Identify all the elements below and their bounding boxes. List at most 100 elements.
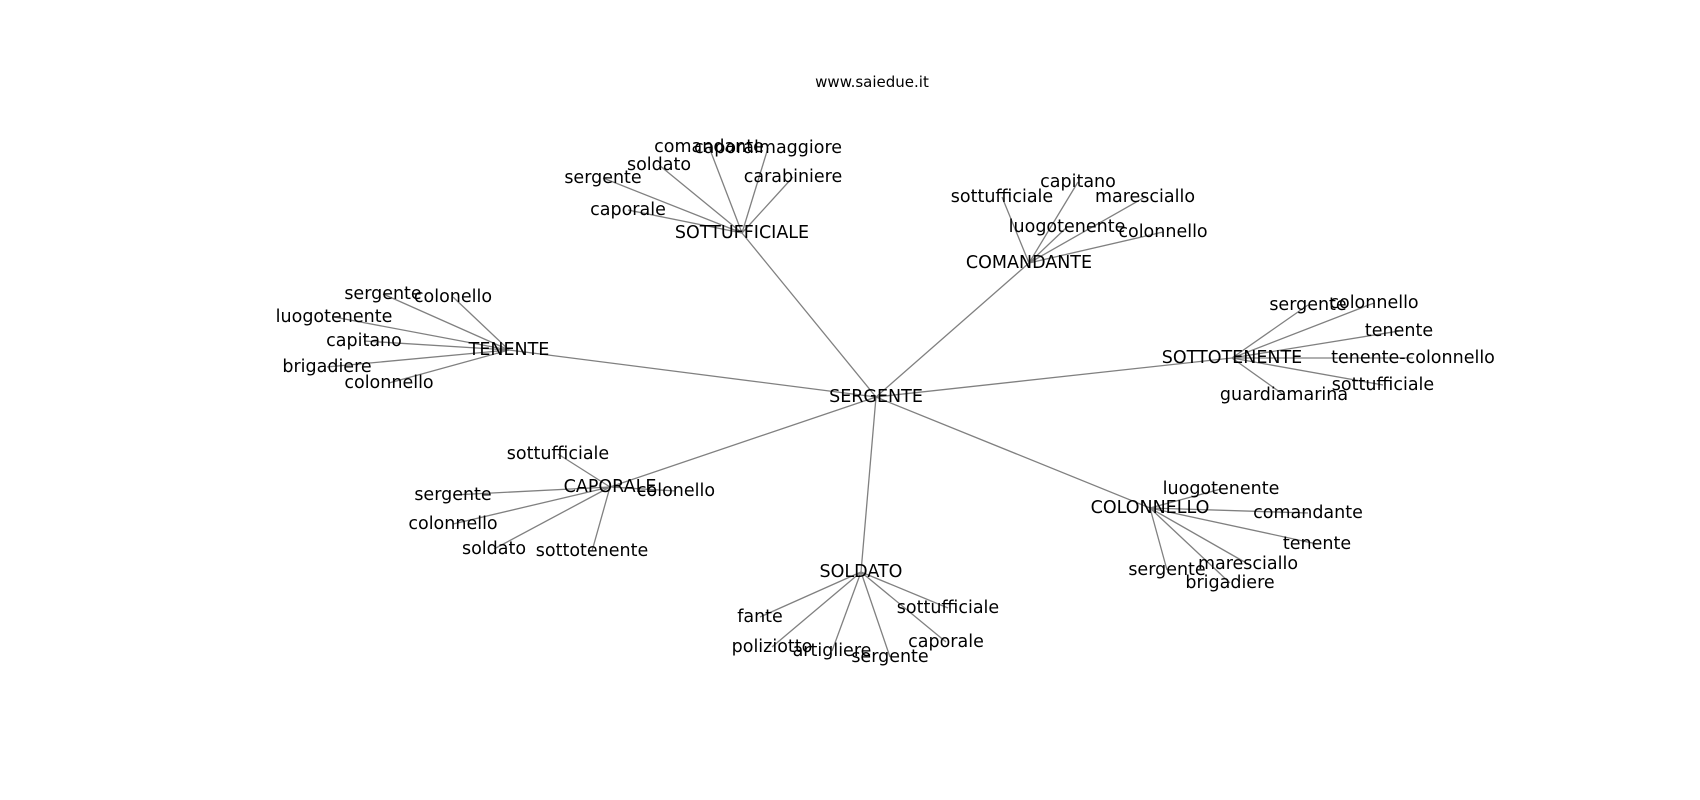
edge-center-to-hub <box>875 357 1233 398</box>
leaf-node-label: sottufficiale <box>1332 375 1434 395</box>
edge-hub-to-leaf <box>602 177 743 234</box>
leaf-node-label: sergente <box>344 284 421 304</box>
leaf-node-label: maresciallo <box>1095 187 1195 207</box>
leaf-node-label: poliziotto <box>732 637 813 657</box>
edge-hub-to-leaf <box>1149 507 1309 514</box>
leaf-node-label: brigadiere <box>1185 573 1274 593</box>
edge-hub-to-leaf <box>1028 196 1146 264</box>
edge-hub-to-leaf <box>591 486 611 552</box>
edge-hub-to-leaf <box>363 340 510 351</box>
leaf-node-label: sergente <box>1128 560 1205 580</box>
edge-center-to-hub <box>875 262 1030 398</box>
edge-hub-to-leaf <box>860 571 947 643</box>
edge-hub-to-leaf <box>1001 196 1030 264</box>
leaf-node-label: tenente <box>1365 321 1433 341</box>
edge-hub-to-leaf <box>741 147 769 234</box>
leaf-node-label: maresciallo <box>1198 554 1298 574</box>
leaf-node-label: colonnello <box>344 373 433 393</box>
edge-center-to-hub <box>860 396 877 573</box>
leaf-node-label: capitano <box>326 331 402 351</box>
hub-node-label: SOTTUFFICIALE <box>675 223 809 243</box>
leaf-node-label: colonnello <box>1118 222 1207 242</box>
edge-hub-to-leaf <box>627 209 743 234</box>
leaf-node-label: brigadiere <box>282 357 371 377</box>
leaf-node-label: sergente <box>1269 295 1346 315</box>
edge-hub-to-leaf <box>493 486 611 550</box>
leaf-node-label: colonello <box>414 287 492 307</box>
edge-hub-to-leaf <box>1149 507 1231 584</box>
edge-hub-to-leaf <box>1028 181 1079 264</box>
leaf-node-label: soldato <box>627 155 691 175</box>
leaf-node-label: luogotenente <box>1163 479 1280 499</box>
leaf-node-label: caporalmaggiore <box>694 138 842 158</box>
edge-hub-to-leaf <box>452 486 611 496</box>
leaf-node-label: capitano <box>1040 172 1116 192</box>
leaf-node-label: sergente <box>414 485 491 505</box>
edge-hub-to-leaf <box>452 296 510 351</box>
edge-hub-to-leaf <box>557 453 611 488</box>
leaf-node-label: colonnello <box>408 514 497 534</box>
edge-hub-to-leaf <box>759 571 862 618</box>
edge-hub-to-leaf <box>1149 507 1168 571</box>
leaf-node-label: colonnello <box>1329 293 1418 313</box>
edge-hub-to-leaf <box>388 349 510 384</box>
edge-hub-to-leaf <box>831 571 862 652</box>
graph-edges <box>326 146 1413 658</box>
edge-hub-to-leaf <box>609 486 677 492</box>
graph-nodes: SERGENTESOTTUFFICIALEcomandantecaporalma… <box>276 137 1495 667</box>
leaf-node-label: sottufficiale <box>897 598 999 618</box>
edge-hub-to-leaf <box>1149 488 1222 509</box>
leaf-node-label: fante <box>737 607 783 627</box>
leaf-node-label: luogotenente <box>276 307 393 327</box>
edge-hub-to-leaf <box>333 316 510 351</box>
edge-center-to-hub <box>508 349 877 398</box>
leaf-node-label: sergente <box>564 168 641 188</box>
edge-hub-to-leaf <box>1149 507 1318 545</box>
leaf-node-label: tenente <box>1283 534 1351 554</box>
leaf-node-label: guardiamarina <box>1220 385 1348 405</box>
edge-hub-to-leaf <box>860 571 891 658</box>
edge-hub-to-leaf <box>452 486 611 525</box>
edge-center-to-hub <box>875 396 1151 509</box>
center-node-label: SERGENTE <box>829 387 923 407</box>
edge-hub-to-leaf <box>1231 304 1309 359</box>
edge-hub-to-leaf <box>326 349 510 368</box>
hub-node-label: CAPORALE <box>564 477 657 497</box>
edge-hub-to-leaf <box>708 146 743 234</box>
edge-hub-to-leaf <box>1231 357 1384 386</box>
leaf-node-label: sottufficiale <box>507 444 609 464</box>
leaf-node-label: caporale <box>908 632 984 652</box>
edge-hub-to-leaf <box>771 571 862 648</box>
edge-hub-to-leaf <box>382 293 510 351</box>
leaf-node-label: luogotenente <box>1009 217 1126 237</box>
leaf-node-label: colonello <box>637 481 715 501</box>
edge-hub-to-leaf <box>1028 231 1164 264</box>
hub-node-label: SOTTOTENENTE <box>1162 348 1302 368</box>
leaf-node-label: artigliere <box>793 641 872 661</box>
edge-center-to-hub <box>741 232 877 398</box>
edge-hub-to-leaf <box>860 571 949 609</box>
edge-hub-to-leaf <box>1028 226 1068 264</box>
edge-hub-to-leaf <box>1149 507 1249 565</box>
edge-center-to-hub <box>609 396 877 488</box>
edge-hub-to-leaf <box>1231 302 1375 359</box>
leaf-node-label: carabiniere <box>744 167 843 187</box>
leaf-node-label: tenente-colonnello <box>1331 348 1495 368</box>
leaf-node-label: sottufficiale <box>951 187 1053 207</box>
edge-hub-to-leaf <box>658 164 743 234</box>
leaf-node-label: comandante <box>654 137 764 157</box>
leaf-node-label: comandante <box>1253 503 1363 523</box>
hub-node-label: COMANDANTE <box>966 253 1092 273</box>
leaf-node-label: soldato <box>462 539 526 559</box>
leaf-node-label: sottotenente <box>536 541 648 561</box>
edge-hub-to-leaf <box>1231 330 1400 359</box>
leaf-node-label: caporale <box>590 200 666 220</box>
hub-node-label: SOLDATO <box>820 562 903 582</box>
edge-hub-to-leaf <box>741 176 794 234</box>
leaf-node-label: sergente <box>851 647 928 667</box>
hub-node-label: COLONNELLO <box>1091 498 1210 518</box>
edge-hub-to-leaf <box>1231 357 1285 396</box>
hub-node-label: TENENTE <box>468 340 550 360</box>
watermark: www.saiedue.it <box>815 73 929 91</box>
